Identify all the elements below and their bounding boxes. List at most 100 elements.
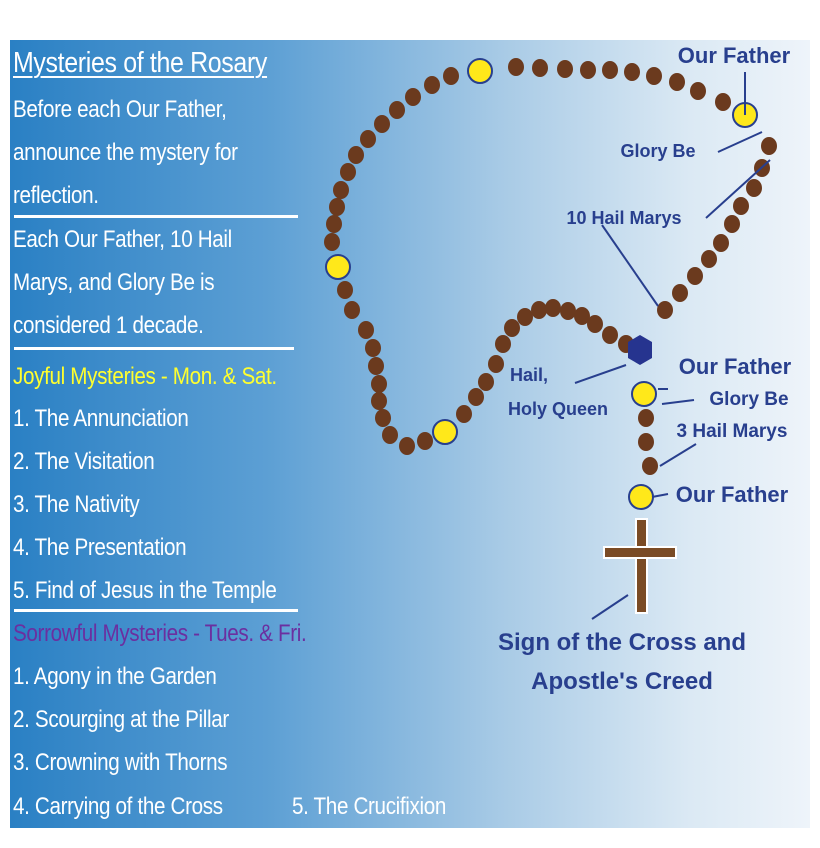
hail-mary-bead — [724, 215, 740, 233]
joyful-item-4: 4. The Presentation — [13, 534, 187, 561]
hail-mary-bead — [456, 405, 472, 423]
hail-mary-bead — [340, 163, 356, 181]
hail-mary-bead — [508, 58, 524, 76]
divider-2 — [14, 347, 294, 350]
hail-mary-bead — [374, 115, 390, 133]
hail-mary-bead — [333, 181, 349, 199]
hail-mary-bead — [624, 63, 640, 81]
hail-mary-bead — [488, 355, 504, 373]
joyful-item-2: 2. The Visitation — [13, 448, 155, 475]
hail-mary-bead — [371, 375, 387, 393]
hail-mary-bead — [715, 93, 731, 111]
joyful-item-3: 3. The Nativity — [13, 491, 140, 518]
hail-mary-bead — [368, 357, 384, 375]
joyful-item-5: 5. Find of Jesus in the Temple — [13, 577, 277, 604]
hail-mary-bead — [424, 76, 440, 94]
decade-line-2: Marys, and Glory Be is — [13, 269, 215, 296]
hail-mary-bead — [580, 61, 596, 79]
rosary-beads — [324, 58, 777, 510]
hail-mary-bead — [504, 319, 520, 337]
label-cross-caption-2: Apostle's Creed — [531, 668, 713, 695]
hail-mary-bead — [638, 409, 654, 427]
hail-mary-bead — [360, 130, 376, 148]
intro-line-1: Before each Our Father, — [13, 96, 227, 123]
label-glory-be-top: Glory Be — [620, 141, 695, 161]
label-cross-caption-1: Sign of the Cross and — [498, 629, 746, 656]
hail-mary-bead — [761, 137, 777, 155]
page-title: Mysteries of the Rosary — [13, 47, 268, 79]
hail-mary-bead — [557, 60, 573, 78]
hail-mary-bead — [329, 198, 345, 216]
label-our-father-top: Our Father — [678, 43, 791, 68]
label-our-father-mid: Our Father — [679, 354, 792, 379]
our-father-bead — [325, 254, 351, 280]
hail-mary-bead — [602, 326, 618, 344]
intro-line-3: reflection. — [13, 182, 99, 209]
background-panel — [10, 40, 810, 828]
hail-mary-bead — [495, 335, 511, 353]
pointer-cross — [591, 594, 629, 620]
hail-mary-bead — [733, 197, 749, 215]
pointer-ten-hail-marys — [705, 159, 771, 219]
hail-mary-bead — [405, 88, 421, 106]
intro-line-2: announce the mystery for — [13, 139, 238, 166]
hail-mary-bead — [602, 61, 618, 79]
hail-mary-bead — [443, 67, 459, 85]
hail-mary-bead — [326, 215, 342, 233]
hail-mary-bead — [358, 321, 374, 339]
decade-line-1: Each Our Father, 10 Hail — [13, 226, 232, 253]
joyful-heading: Joyful Mysteries - Mon. & Sat. — [13, 363, 277, 390]
sorrowful-item-2: 2. Scourging at the Pillar — [13, 706, 229, 733]
crucifix — [603, 518, 677, 614]
hail-mary-bead — [690, 82, 706, 100]
hail-mary-bead — [669, 73, 685, 91]
our-father-bead — [631, 381, 657, 407]
hail-mary-bead — [746, 179, 762, 197]
pointer-lines — [574, 72, 771, 620]
hail-mary-bead — [399, 437, 415, 455]
hail-mary-bead — [646, 67, 662, 85]
hail-mary-bead — [382, 426, 398, 444]
joyful-item-1: 1. The Annunciation — [13, 405, 189, 432]
hail-mary-bead — [348, 146, 364, 164]
hail-mary-bead — [687, 267, 703, 285]
sorrowful-item-1: 1. Agony in the Garden — [13, 663, 217, 690]
label-ten-hail-marys: 10 Hail Marys — [566, 208, 681, 228]
hail-mary-bead — [713, 234, 729, 252]
pointer-ten-hail-marys-2 — [601, 224, 659, 307]
label-hail-holy-queen-2: Holy Queen — [508, 399, 608, 419]
hail-mary-bead — [478, 373, 494, 391]
our-father-bead — [628, 484, 654, 510]
hail-mary-bead — [337, 281, 353, 299]
hail-mary-bead — [672, 284, 688, 302]
sorrowful-item-3: 3. Crowning with Thorns — [13, 749, 228, 776]
hail-mary-bead — [545, 299, 561, 317]
decade-line-3: considered 1 decade. — [13, 312, 204, 339]
hail-mary-bead — [642, 457, 658, 475]
hail-mary-bead — [517, 308, 533, 326]
sorrowful-item-4: 4. Carrying of the Cross — [13, 793, 223, 820]
hail-mary-bead — [389, 101, 405, 119]
hail-mary-bead — [574, 307, 590, 325]
hail-mary-bead — [468, 388, 484, 406]
hail-mary-bead — [417, 432, 433, 450]
pointer-hail-holy-queen — [574, 364, 627, 384]
hail-mary-bead — [375, 409, 391, 427]
hail-mary-bead — [532, 59, 548, 77]
sorrowful-heading: Sorrowful Mysteries - Tues. & Fri. — [13, 620, 307, 647]
hail-mary-bead — [371, 392, 387, 410]
hail-mary-bead — [587, 315, 603, 333]
divider-3 — [14, 609, 298, 612]
hail-mary-bead — [344, 301, 360, 319]
hail-mary-bead — [560, 302, 576, 320]
hail-mary-bead — [531, 301, 547, 319]
hail-mary-bead — [365, 339, 381, 357]
cross-vertical-beam — [635, 518, 648, 614]
sorrowful-item-5: 5. The Crucifixion — [292, 793, 447, 820]
pointer-our-father-bottom — [651, 493, 669, 498]
label-hail-holy-queen-1: Hail, — [510, 365, 548, 385]
our-father-bead — [467, 58, 493, 84]
pointer-glory-be-mid — [661, 399, 695, 405]
pointer-glory-be-top — [717, 131, 763, 153]
